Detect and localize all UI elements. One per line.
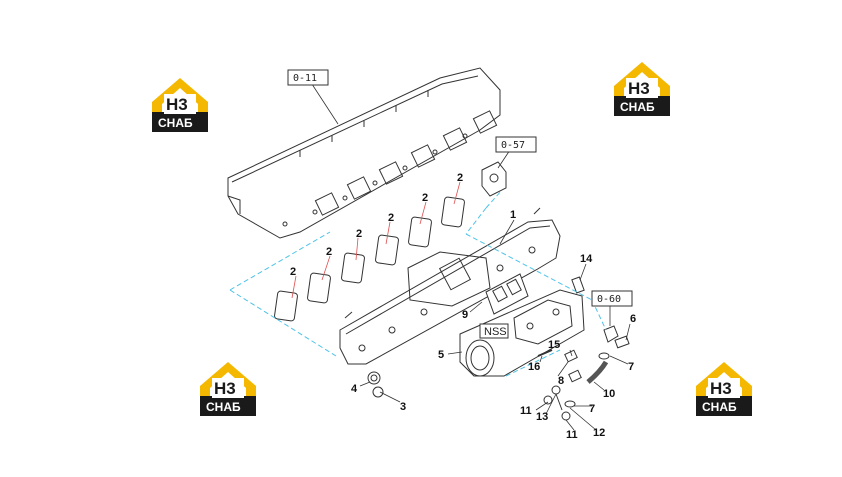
cylinder-head: [227, 67, 501, 239]
exhaust-manifold: [339, 207, 561, 365]
leader-lines: [291, 181, 461, 299]
callout-14: 14: [580, 253, 593, 265]
callout-10: 10: [603, 388, 615, 400]
nss-label: NSS: [484, 326, 507, 338]
logo-text-bottom: СНАБ: [702, 400, 737, 414]
brand-logo-top-right: H3 СНАБ: [614, 62, 670, 116]
alignment-lines: [229, 189, 607, 377]
callout-1: 1: [510, 209, 516, 221]
callout-5: 5: [438, 349, 444, 361]
ref-060-label: 0-60: [597, 294, 621, 305]
fitting-057: [481, 161, 507, 197]
callout-8: 8: [558, 375, 564, 387]
callout-6: 6: [630, 313, 636, 325]
logo-text-bottom: СНАБ: [206, 400, 241, 414]
ref-box-011: 0-11: [287, 69, 329, 86]
callout-15: 15: [548, 339, 560, 351]
ref-box-060: 0-60: [591, 290, 633, 307]
exhaust-gaskets: [274, 196, 465, 322]
callout-3: 3: [400, 401, 406, 413]
logo-text-top: H3: [166, 95, 188, 114]
callout-11-a: 11: [520, 405, 532, 417]
brand-logo-top-left: H3 СНАБ: [152, 78, 208, 132]
callout-2-d: 2: [388, 212, 394, 224]
brand-logo-bottom-left: H3 СНАБ: [200, 362, 256, 416]
logo-text-top: H3: [710, 379, 732, 398]
nss-box: NSS: [479, 323, 509, 339]
logo-text-top: H3: [214, 379, 236, 398]
logo-text-bottom: СНАБ: [158, 116, 193, 130]
callout-16: 16: [528, 361, 540, 373]
callout-2-f: 2: [457, 172, 463, 184]
callout-2-e: 2: [422, 192, 428, 204]
callout-9: 9: [462, 309, 468, 321]
callout-2-a: 2: [290, 266, 296, 278]
callout-2-c: 2: [356, 228, 362, 240]
ref-box-057: 0-57: [495, 136, 537, 153]
leader-lines-black: [307, 77, 631, 431]
callout-4: 4: [351, 383, 358, 395]
callout-2-b: 2: [326, 246, 332, 258]
callout-12: 12: [593, 427, 605, 439]
gasket-9: [485, 273, 529, 315]
egr-assembly: [459, 289, 585, 377]
callouts: 1 2 2 2 2 2 2 3 4 5 6 7 7 8 9 10 11 11 1…: [290, 172, 636, 441]
callout-11-b: 11: [566, 429, 578, 441]
callout-7-b: 7: [589, 403, 595, 415]
callout-7-a: 7: [628, 361, 634, 373]
ref-057-label: 0-57: [501, 140, 525, 151]
logo-text-bottom: СНАБ: [620, 100, 655, 114]
logo-text-top: H3: [628, 79, 650, 98]
ref-011-label: 0-11: [293, 73, 317, 84]
brand-logo-bottom-right: H3 СНАБ: [696, 362, 752, 416]
callout-13: 13: [536, 411, 548, 423]
small-parts: [367, 276, 630, 421]
